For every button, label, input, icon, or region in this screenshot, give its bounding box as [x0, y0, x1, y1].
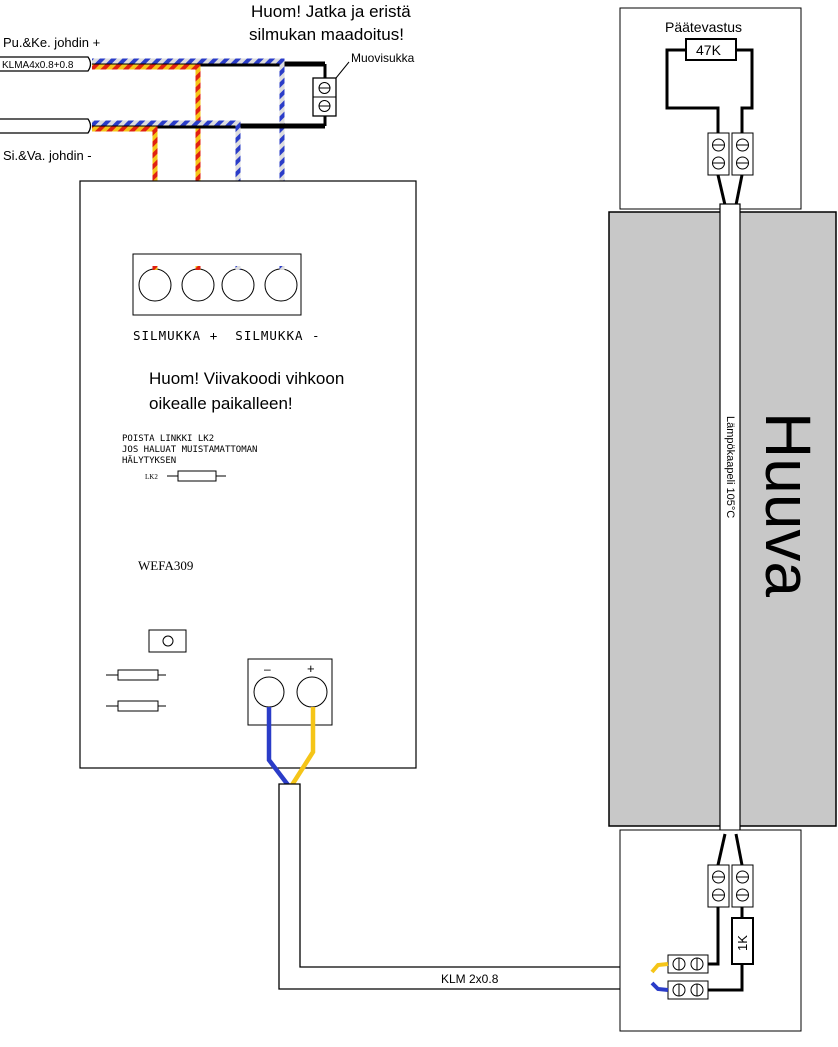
plastic-sleeve-label: Muovisukka	[351, 51, 415, 65]
resistor-1k-value: 1K	[735, 935, 750, 951]
sensor-wire-blue	[266, 707, 290, 787]
link-text-line1: POISTA LINKKI LK2	[122, 434, 214, 444]
model-label: WEFA309	[138, 558, 193, 573]
terminal-3	[221, 268, 255, 302]
end-terminals	[707, 132, 754, 206]
resistor-47k-value: 47K	[696, 42, 722, 58]
minus-sign: –	[264, 662, 271, 676]
bottom-terminals	[707, 833, 754, 908]
sensor-cable	[278, 783, 654, 990]
sensor-cable-terminals	[650, 954, 709, 1000]
terminal-2	[181, 268, 215, 302]
link-text-line3: HÄLYTYKSEN	[122, 455, 176, 466]
ground-joint	[312, 61, 350, 126]
link-text-line2: JOS HALUAT MUISTAMATTOMAN	[122, 445, 257, 455]
bottom-wiring	[708, 907, 744, 992]
sensor-terminal-plus	[296, 676, 328, 708]
barcode-note-line1: Huom! Viivakoodi vihkoon	[149, 369, 344, 388]
terminal-4	[264, 268, 298, 302]
plus-wire-label: Pu.&Ke. johdin +	[3, 35, 100, 50]
minus-wire-label: Si.&Va. johdin -	[3, 148, 92, 163]
resistor-symbol-2	[106, 700, 166, 712]
sensor-wire-yellow	[290, 707, 316, 787]
loop-cable-label: KLMA4x0.8+0.8	[2, 60, 74, 71]
terminal-1	[138, 268, 172, 302]
barcode-note-line2: oikealle paikalleen!	[149, 394, 293, 413]
sensor-cable-label: KLM 2x0.8	[441, 972, 499, 986]
ground-note-line2: silmukan maadoitus!	[249, 25, 404, 44]
bottom-connection-box	[619, 829, 802, 1032]
plus-sign: +	[307, 661, 315, 676]
end-box-title: Päätevastus	[665, 19, 742, 35]
hood-label: Huuva	[752, 412, 824, 597]
heat-cable	[719, 203, 741, 835]
resistor-1k	[731, 917, 754, 965]
heat-cable-label: Lämpökaapeli 105°C	[724, 416, 736, 518]
lk2-link-symbol	[167, 470, 226, 482]
resistor-symbol-1	[106, 669, 166, 681]
sensor-terminal-minus	[253, 676, 285, 708]
push-button	[148, 629, 187, 653]
resistor-47k	[665, 38, 754, 133]
ground-note-line1: Huom! Jatka ja eristä	[251, 2, 411, 21]
lk2-label: LK2	[145, 473, 158, 481]
loop-terminals-label: SILMUKKA + SILMUKKA -	[133, 328, 321, 343]
